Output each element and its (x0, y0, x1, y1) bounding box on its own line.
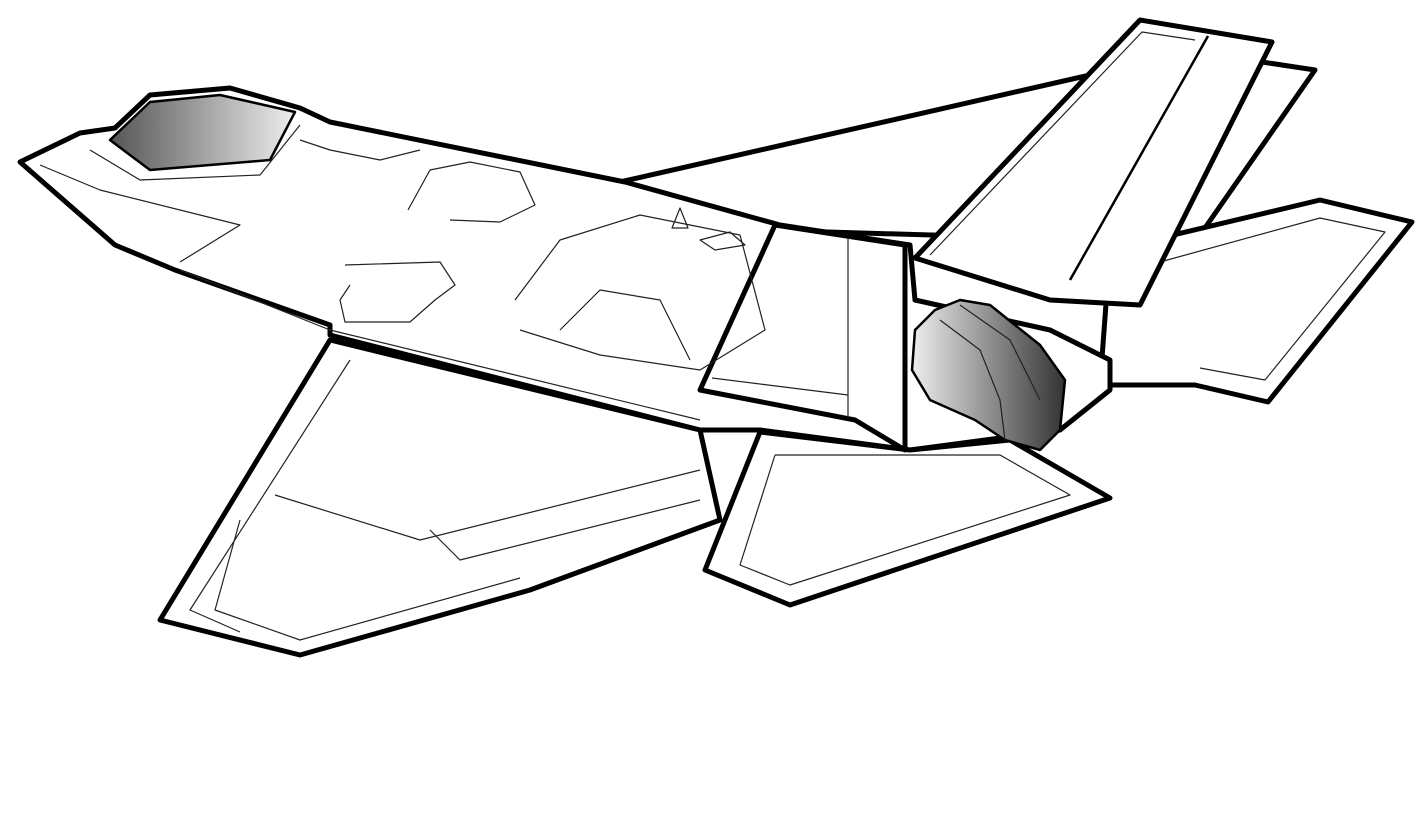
engine-nozzle (910, 298, 1067, 452)
vertical-tail (912, 17, 1275, 308)
canopy (108, 93, 297, 172)
lower-horizontal-stabilizer (702, 429, 1113, 608)
near-wing (157, 337, 723, 658)
